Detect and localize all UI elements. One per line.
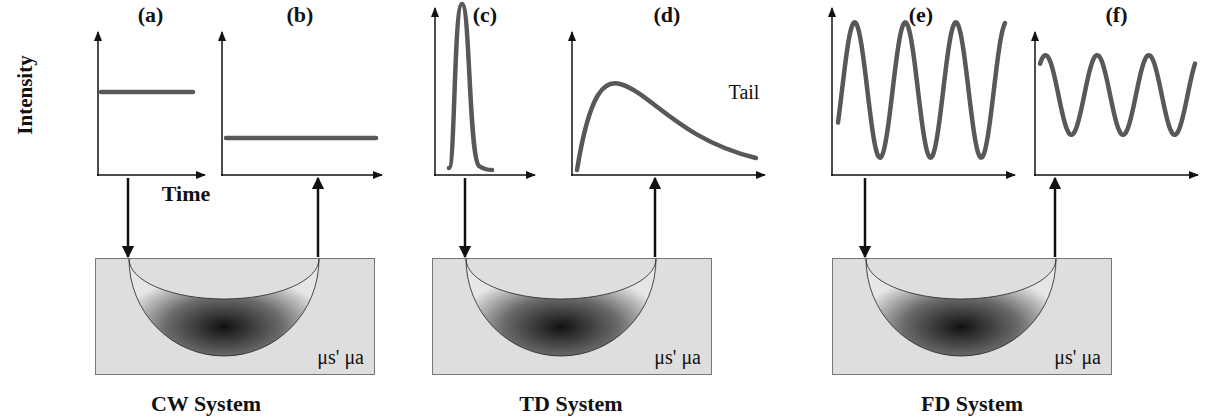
panel-letter: (d) <box>654 2 681 28</box>
light-arrow <box>127 178 130 257</box>
panel-letter: (e) <box>909 2 933 28</box>
modulated-wave <box>838 22 1005 157</box>
axis <box>97 8 1198 176</box>
plot-panel: (c) <box>435 2 535 175</box>
curve-note: Tail <box>729 81 760 104</box>
panel-letter: (f) <box>1106 2 1128 28</box>
photon-banana <box>466 259 656 356</box>
panel-letter: (c) <box>473 2 497 28</box>
system-name: TD System <box>519 391 622 417</box>
light-arrow <box>654 178 657 257</box>
plot-panel: (e) <box>832 2 1010 175</box>
axis-title: Intensity <box>13 55 38 134</box>
tissue-slab: μs' μa <box>95 258 375 375</box>
tissue-slab: μs' μa <box>432 258 712 375</box>
modulated-wave <box>1040 55 1195 135</box>
signal-curve <box>101 4 1195 170</box>
photon-banana <box>866 259 1056 356</box>
optical-property: μs' μa <box>317 346 364 368</box>
light-arrow <box>464 178 467 257</box>
axis-title: Time <box>162 181 210 207</box>
light-arrow <box>864 178 867 257</box>
photon-banana <box>129 259 319 356</box>
plot-panel: (f) <box>1035 2 1198 175</box>
panel-letter: (a) <box>138 2 164 28</box>
light-arrow <box>317 178 320 257</box>
optical-property: μs' μa <box>654 346 701 368</box>
light-arrow <box>1054 178 1057 257</box>
system-name: FD System <box>921 391 1023 417</box>
panel-letter: (b) <box>287 2 314 28</box>
system-name: CW System <box>151 391 261 417</box>
plot-panel: (b) <box>222 2 378 175</box>
tissue-slab: μs' μa <box>832 258 1112 375</box>
plot-panel: (a) <box>98 2 203 175</box>
optical-property: μs' μa <box>1054 346 1101 368</box>
